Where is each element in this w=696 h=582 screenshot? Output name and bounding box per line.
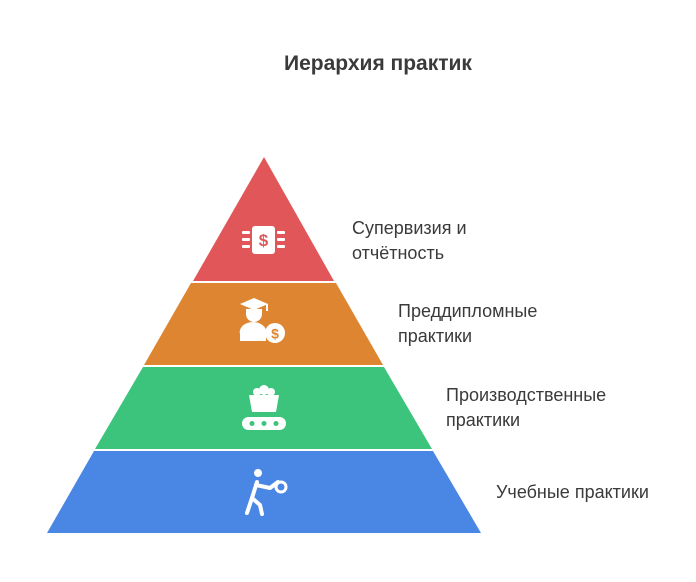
level-4-label: Учебные практики	[496, 480, 649, 505]
throwing-person-icon	[245, 469, 288, 516]
pyramid-level-2	[144, 283, 383, 365]
conveyor-cart-icon	[242, 385, 286, 430]
diagram-title: Иерархия практик	[284, 52, 472, 75]
level-1-label: Супервизия и отчётность	[352, 216, 467, 266]
pyramid-level-4	[47, 451, 481, 533]
level-2-label-line-2: практики	[398, 326, 473, 346]
chip-dollar-icon: $	[242, 226, 285, 254]
level-3-label-line-1: Производственные	[446, 385, 607, 405]
graduate-money-icon: $	[239, 298, 285, 343]
pyramid-level-1	[193, 157, 334, 281]
level-2-label-line-1: Преддипломные	[398, 301, 538, 321]
level-3-label-line-2: практики	[446, 410, 521, 430]
level-3-label: Производственные практики	[446, 383, 606, 433]
level-4-label-line-1: Учебные практики	[496, 482, 649, 502]
level-1-label-line-1: Супервизия и	[352, 218, 467, 238]
svg-text:$: $	[259, 231, 269, 250]
level-1-label-line-2: отчётность	[352, 243, 445, 263]
svg-text:$: $	[271, 326, 279, 342]
level-2-label: Преддипломные практики	[398, 299, 537, 349]
